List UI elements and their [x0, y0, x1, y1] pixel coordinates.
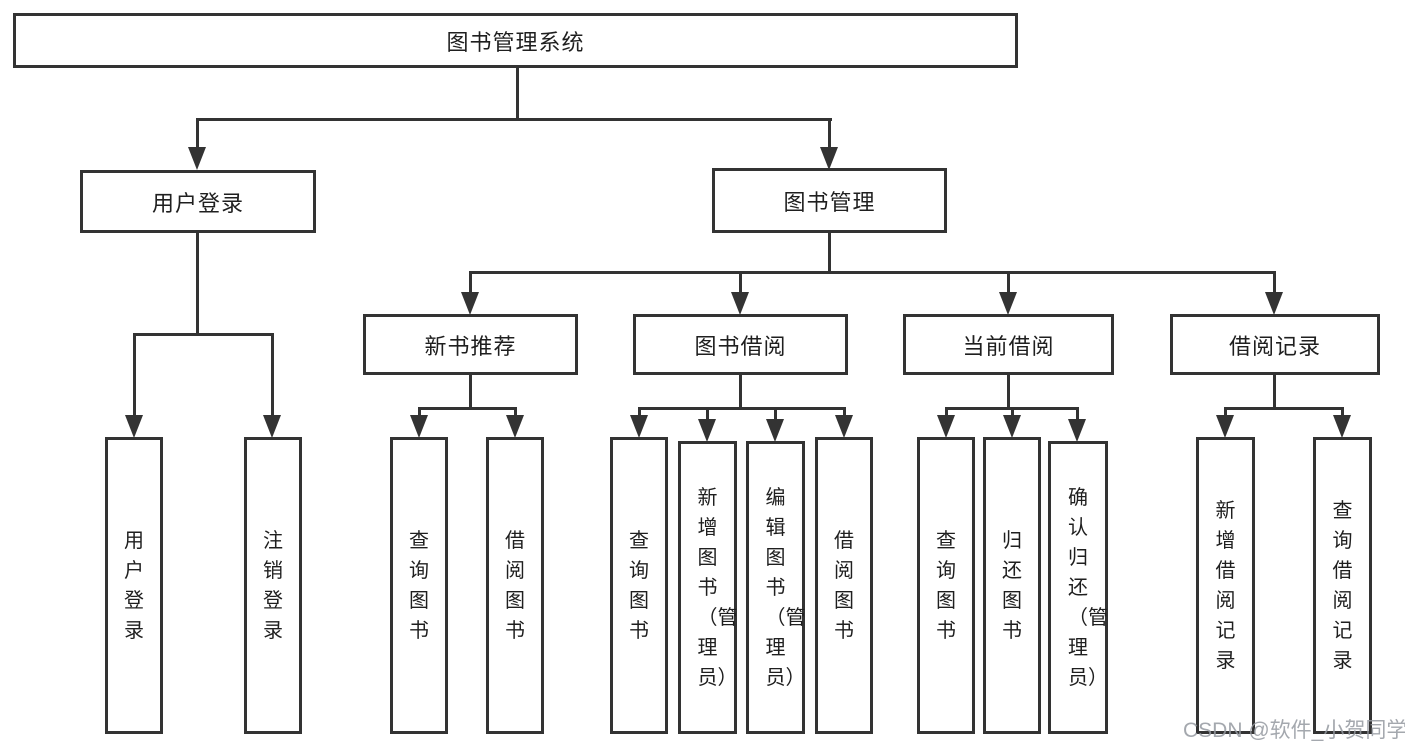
connector-line [638, 407, 845, 410]
leaf-return-books: 归还图书 [983, 437, 1041, 734]
connector-line [1224, 407, 1227, 421]
node-current-borrow: 当前借阅 [903, 314, 1114, 375]
connector-line [514, 407, 517, 421]
leaf-newbook-query-books: 查询图书 [390, 437, 448, 734]
arrowhead-down-icon [731, 292, 749, 315]
node-borrow-records: 借阅记录 [1170, 314, 1380, 375]
arrowhead-down-icon [1216, 415, 1234, 438]
connector-line [638, 407, 641, 421]
leaf-newbook-borrow-books: 借阅图书 [486, 437, 544, 734]
connector-line [706, 407, 709, 423]
connector-line [469, 375, 472, 410]
connector-line [271, 333, 274, 421]
connector-line [774, 407, 777, 423]
connector-line [196, 118, 199, 152]
leaf-label: 查询图书 [409, 529, 429, 642]
arrowhead-down-icon [835, 415, 853, 438]
arrowhead-down-icon [125, 415, 143, 438]
arrowhead-down-icon [1003, 415, 1021, 438]
connector-line [133, 333, 136, 421]
connector-line [196, 118, 832, 121]
node-root-system: 图书管理系统 [13, 13, 1018, 68]
arrowhead-down-icon [820, 147, 838, 170]
arrowhead-down-icon [188, 147, 206, 170]
leaf-label: 查询图书 [936, 529, 956, 642]
leaf-label: 归还图书 [1002, 529, 1022, 642]
connector-line [418, 407, 516, 410]
leaf-add-books-admin: 新增图书（管理员） [678, 441, 738, 734]
leaf-label: 查询图书 [629, 529, 649, 642]
connector-line [828, 233, 831, 274]
arrowhead-down-icon [506, 415, 524, 438]
leaf-label: 借阅图书 [505, 529, 525, 642]
arrowhead-down-icon [630, 415, 648, 438]
leaf-add-borrow-record: 新增借阅记录 [1196, 437, 1255, 734]
connector-line [1224, 407, 1343, 410]
arrowhead-down-icon [698, 419, 716, 442]
leaf-label: 注销登录 [263, 529, 283, 642]
leaf-label: 查询借阅记录 [1332, 499, 1353, 672]
leaf-label: 编辑图书（管理员） [765, 486, 806, 689]
arrowhead-down-icon [766, 419, 784, 442]
connector-line [1007, 271, 1010, 297]
leaf-label: 新增借阅记录 [1215, 499, 1236, 672]
connector-line [739, 375, 742, 410]
node-new-book-recommend: 新书推荐 [363, 314, 578, 375]
arrowhead-down-icon [1265, 292, 1283, 315]
connector-line [1341, 407, 1344, 421]
connector-line [1076, 407, 1079, 423]
connector-line [469, 271, 1276, 274]
node-label: 图书管理 [783, 189, 876, 215]
arrowhead-down-icon [999, 292, 1017, 315]
arrowhead-down-icon [1068, 419, 1086, 442]
connector-line [828, 118, 831, 152]
leaf-user-login: 用户登录 [105, 437, 163, 734]
node-label: 当前借阅 [962, 333, 1055, 359]
leaf-query-borrow-record: 查询借阅记录 [1313, 437, 1372, 734]
leaf-label: 借阅图书 [834, 529, 854, 642]
leaf-label: 用户登录 [124, 529, 144, 642]
node-root-label: 图书管理系统 [446, 29, 585, 55]
arrowhead-down-icon [937, 415, 955, 438]
leaf-logout: 注销登录 [244, 437, 302, 734]
connector-line [739, 271, 742, 297]
connector-line [133, 333, 274, 336]
leaf-confirm-return-admin: 确认归还（管理员） [1048, 441, 1108, 734]
connector-line [1273, 375, 1276, 410]
connector-line [1273, 271, 1276, 297]
node-label: 图书借阅 [694, 333, 787, 359]
leaf-borrow-query-books: 查询图书 [610, 437, 668, 734]
node-user-login: 用户登录 [80, 170, 316, 233]
connector-line [1011, 407, 1014, 421]
connector-line [516, 68, 519, 120]
node-label: 新书推荐 [424, 333, 517, 359]
leaf-borrow-borrow-books: 借阅图书 [815, 437, 873, 734]
csdn-watermark: CSDN @软件_小贺同学 [1183, 719, 1405, 742]
connector-line [418, 407, 421, 421]
arrowhead-down-icon [263, 415, 281, 438]
node-label: 用户登录 [151, 190, 244, 216]
node-book-borrow: 图书借阅 [633, 314, 848, 375]
connector-line [1007, 375, 1010, 410]
arrowhead-down-icon [1333, 415, 1351, 438]
arrowhead-down-icon [461, 292, 479, 315]
connector-line [843, 407, 846, 421]
node-label: 借阅记录 [1228, 333, 1321, 359]
leaf-edit-books-admin: 编辑图书（管理员） [746, 441, 806, 734]
connector-line [945, 407, 948, 421]
arrowhead-down-icon [410, 415, 428, 438]
leaf-label: 新增图书（管理员） [697, 486, 738, 689]
leaf-label: 确认归还（管理员） [1068, 486, 1108, 689]
connector-line [469, 271, 472, 297]
connector-line [196, 233, 199, 336]
leaf-current-query-books: 查询图书 [917, 437, 975, 734]
node-book-management: 图书管理 [712, 168, 947, 233]
